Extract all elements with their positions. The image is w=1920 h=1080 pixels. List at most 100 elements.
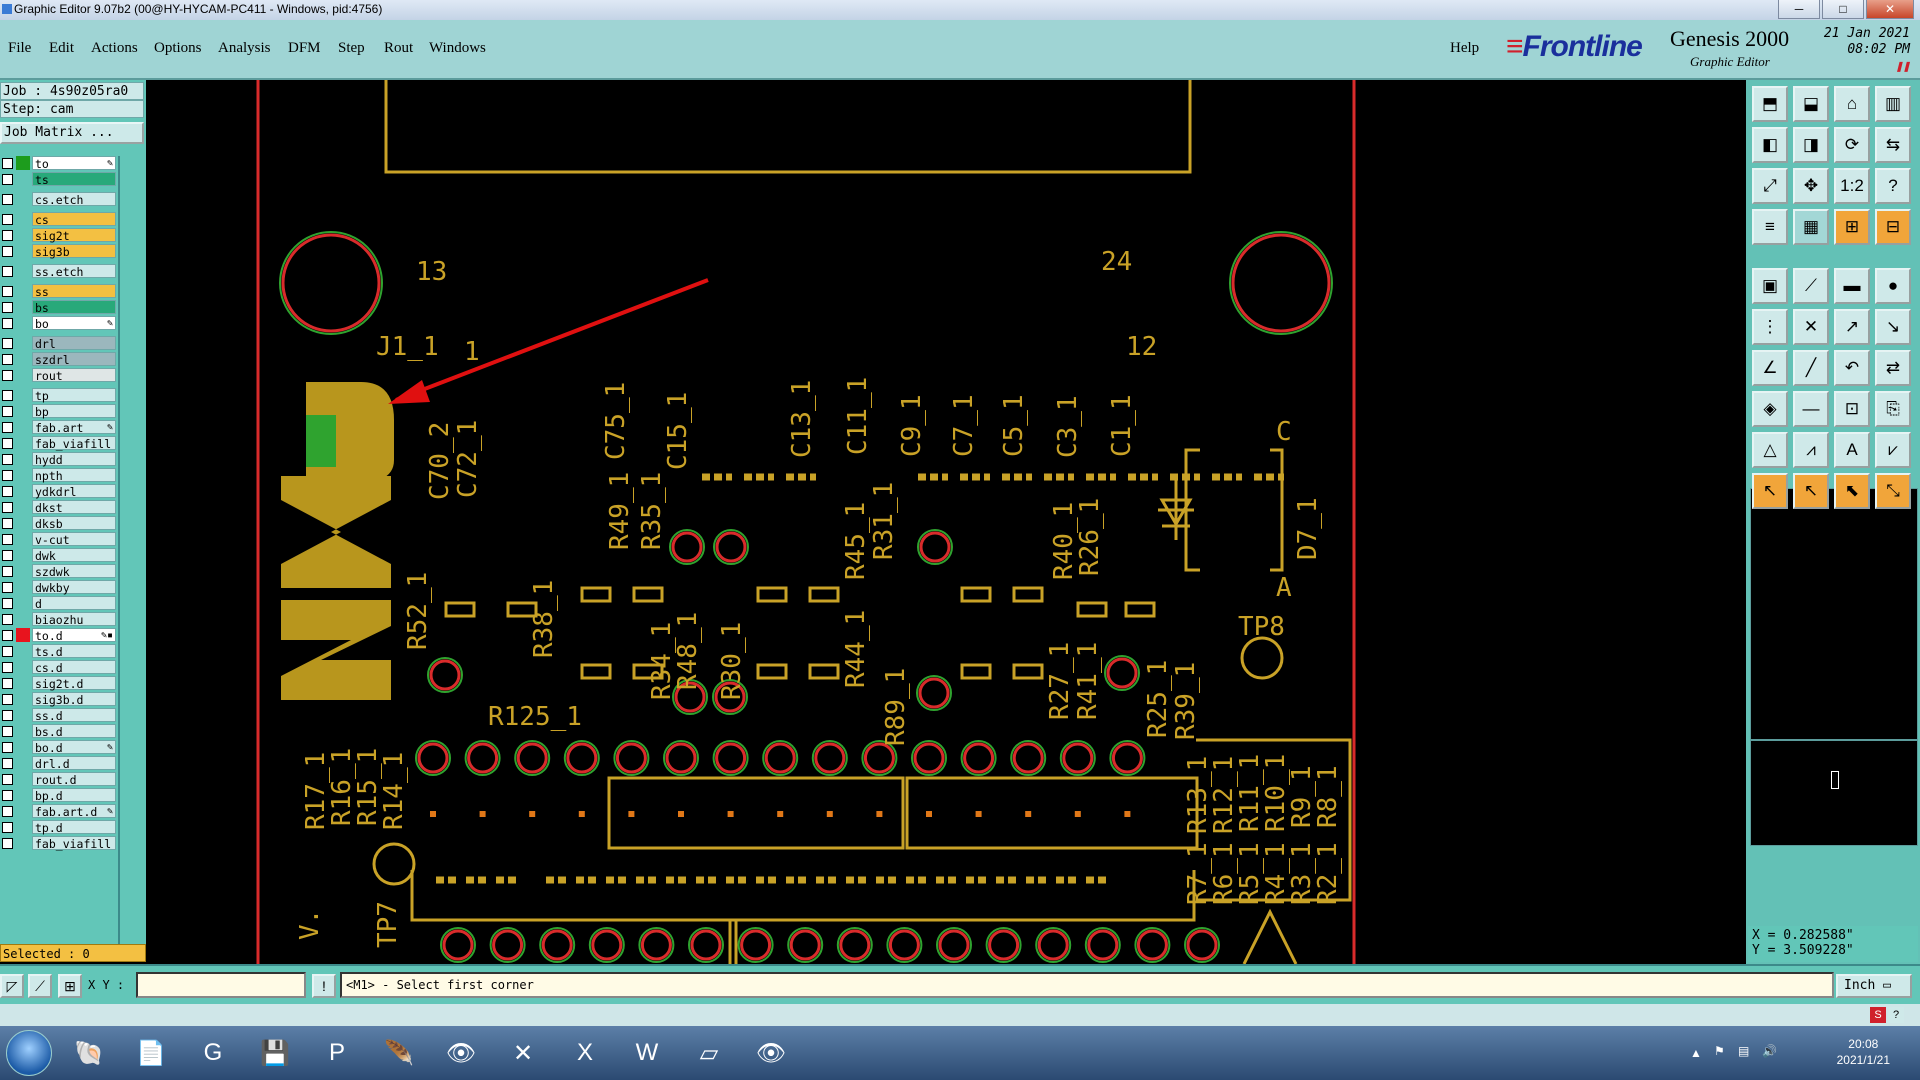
layer-name[interactable]: fab.art.d✎ [32,804,116,819]
panel-icon[interactable]: ▥ [1875,86,1911,122]
layer-checkbox[interactable] [2,246,13,257]
layer-checkbox[interactable] [2,266,13,277]
word-icon[interactable]: W [635,1039,659,1066]
layer-name[interactable]: fab.art✎ [32,420,116,435]
menu-actions[interactable]: Actions [91,40,138,56]
layer-checkbox[interactable] [2,286,13,297]
layer-color-swatch[interactable] [16,692,30,706]
layer-row[interactable]: szdrl [0,352,118,367]
layer-checkbox[interactable] [2,726,13,737]
rotate-icon[interactable]: ⟳ [1834,127,1870,163]
layer-color-swatch[interactable] [16,772,30,786]
pointer-move-icon[interactable]: ⤡ [1875,473,1911,509]
triangle-a-icon[interactable]: △ [1752,432,1788,468]
layer-row[interactable]: drl.d [0,756,118,771]
grid-icon[interactable]: ▦ [1793,209,1829,245]
layer-checkbox[interactable] [2,550,13,561]
dash-icon[interactable]: ― [1793,391,1829,427]
layer-color-swatch[interactable] [16,192,30,206]
layer-color-swatch[interactable] [16,228,30,242]
layer-color-swatch[interactable] [16,500,30,514]
layer-checkbox[interactable] [2,318,13,329]
layer-color-swatch[interactable] [16,300,30,314]
layer-checkbox[interactable] [2,502,13,513]
layer-checkbox[interactable] [2,454,13,465]
layer-name[interactable]: cs.etch [32,192,116,207]
tray-up-icon[interactable]: ▲ [1690,1046,1702,1060]
layer-checkbox[interactable] [2,390,13,401]
layer-row[interactable]: hydd [0,452,118,467]
layer-row[interactable]: dwk [0,548,118,563]
save-icon[interactable]: ⬓ [1793,86,1829,122]
xy-input[interactable] [136,972,306,998]
layer-name[interactable]: szdwk [32,564,116,579]
layer-checkbox[interactable] [2,566,13,577]
layer-checkbox[interactable] [2,470,13,481]
triangle-d-icon[interactable]: ⩗ [1875,432,1911,468]
layer-checkbox[interactable] [2,694,13,705]
layer-checkbox[interactable] [2,518,13,529]
layer-row[interactable]: ydkdrl [0,484,118,499]
layer-row[interactable]: sig2t [0,228,118,243]
layer-color-swatch[interactable] [16,336,30,350]
mirror-icon[interactable]: ⇄ [1875,350,1911,386]
layer-checkbox[interactable] [2,806,13,817]
menu-step[interactable]: Step [338,40,365,56]
layer-color-swatch[interactable] [16,172,30,186]
job-matrix-button[interactable]: Job Matrix ... [0,122,144,144]
layer-row[interactable]: sig3b [0,244,118,259]
layer-name[interactable]: ts [32,172,116,187]
layer-color-swatch[interactable] [16,284,30,298]
layer-checkbox[interactable] [2,486,13,497]
layer-color-swatch[interactable] [16,740,30,754]
pointer-select-icon[interactable]: ↖ [1793,473,1829,509]
layer-color-swatch[interactable] [16,596,30,610]
layer-color-swatch[interactable] [16,264,30,278]
display-a-icon[interactable]: ⊞ [1834,209,1870,245]
connect-icon[interactable]: ⋮ [1752,309,1788,345]
clock[interactable]: 20:08 2021/1/21 [1837,1036,1890,1068]
layer-row[interactable]: bo✎ [0,316,118,331]
help-icon[interactable]: ? [1875,168,1911,204]
layer-color-swatch[interactable] [16,516,30,530]
layer-checkbox[interactable] [2,614,13,625]
snap-mode-icon[interactable]: ◸ [0,974,24,998]
close-button[interactable]: ✕ [1866,0,1914,19]
layer-row[interactable]: bs.d [0,724,118,739]
layer-name[interactable]: fab_viafill [32,436,116,451]
layer-name[interactable]: tp.d [32,820,116,835]
layer-name[interactable]: to.d✎▪ [32,628,116,643]
ruler-icon[interactable]: ▬ [1834,268,1870,304]
layer-name[interactable]: drl [32,336,116,351]
layer-row[interactable]: bo.d✎ [0,740,118,755]
align-icon[interactable]: ⊡ [1834,391,1870,427]
layer-checkbox[interactable] [2,158,13,169]
layer-row[interactable]: dkst [0,500,118,515]
layer-color-swatch[interactable] [16,244,30,258]
layer-row[interactable]: bp [0,404,118,419]
layer-name[interactable]: fab_viafill [32,836,116,851]
layer-name[interactable]: to✎ [32,156,116,171]
layers-icon[interactable]: ≡ [1752,209,1788,245]
excel-icon[interactable]: X [576,1039,593,1066]
layer-name[interactable]: bs.d [32,724,116,739]
layer-color-swatch[interactable] [16,420,30,434]
layer-color-swatch[interactable] [16,580,30,594]
layer-name[interactable]: cs.d [32,660,116,675]
measure-icon[interactable]: ⟋ [28,974,52,998]
layer-checkbox[interactable] [2,302,13,313]
copy-icon[interactable]: ⎘ [1875,391,1911,427]
angle-icon[interactable]: ∠ [1752,350,1788,386]
layer-row[interactable]: bp.d [0,788,118,803]
layer-checkbox[interactable] [2,758,13,769]
arc-a-icon[interactable]: ↗ [1834,309,1870,345]
layer-name[interactable]: bo.d✎ [32,740,116,755]
layer-color-swatch[interactable] [16,660,30,674]
flip-icon[interactable]: ⇆ [1875,127,1911,163]
layer-checkbox[interactable] [2,230,13,241]
layer-color-swatch[interactable] [16,484,30,498]
layer-color-swatch[interactable] [16,788,30,802]
layer-row[interactable]: d [0,596,118,611]
layer-row[interactable]: sig3b.d [0,692,118,707]
